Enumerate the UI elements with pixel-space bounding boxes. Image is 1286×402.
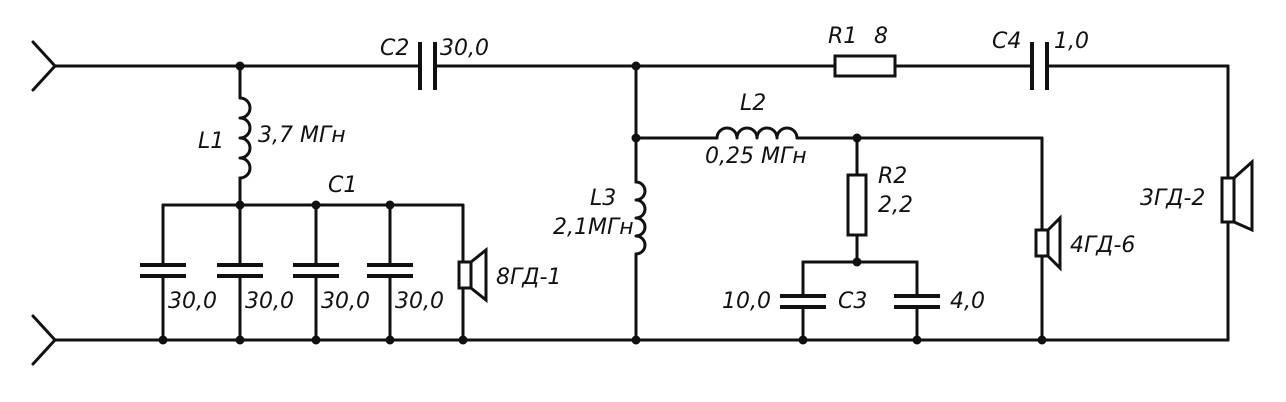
c1d-value: 30,0	[395, 289, 444, 314]
c3a-value: 10,0	[722, 289, 771, 314]
capacitor-c4	[1030, 42, 1049, 90]
r1-value: 8	[874, 24, 888, 49]
c4-value: 1,0	[1054, 29, 1089, 54]
inductor-l2	[634, 126, 1044, 140]
l1-value: 3,7 МГн	[258, 123, 346, 148]
resistor-r2	[846, 136, 868, 264]
c1-ref: C1	[328, 173, 357, 198]
speaker-3gd2-label: 3ГД-2	[1140, 186, 1205, 211]
inductor-l3	[634, 64, 647, 342]
capacitor-c3b	[894, 260, 940, 342]
r2-value: 2,2	[878, 193, 913, 218]
c4-ref: C4	[992, 29, 1021, 54]
inductor-l1	[238, 64, 252, 207]
speaker-8gd1-icon	[457, 203, 488, 342]
r1-ref: R1	[828, 24, 857, 49]
c1c-value: 30,0	[321, 289, 370, 314]
c2-value: 30,0	[440, 36, 489, 61]
capacitor-c3a	[780, 260, 826, 342]
c1a-value: 30,0	[168, 289, 217, 314]
resistor-r1	[833, 54, 897, 78]
c1b-value: 30,0	[245, 289, 294, 314]
l3-value: 2,1МГн	[553, 215, 634, 240]
l1-ref: L1	[198, 129, 224, 154]
l2-ref: L2	[740, 91, 766, 116]
capacitor-c1a	[140, 203, 186, 342]
l3-ref: L3	[590, 186, 616, 211]
c2-ref: C2	[380, 36, 409, 61]
speaker-3gd2-icon	[1220, 158, 1254, 233]
capacitor-c1b	[217, 203, 263, 342]
speaker-8gd1-label: 8ГД-1	[496, 265, 561, 290]
c3b-value: 4,0	[950, 289, 985, 314]
capacitor-c1c	[293, 203, 339, 342]
speaker-4gd6-label: 4ГД-6	[1070, 233, 1135, 258]
top-rail	[53, 64, 1230, 180]
speaker-4gd6-icon	[1034, 136, 1062, 342]
l2-value: 0,25 МГн	[705, 144, 807, 169]
capacitor-c1d	[367, 203, 413, 342]
capacitor-c2	[418, 42, 437, 90]
junction-dots	[158, 61, 1047, 345]
input-terminal-bottom	[31, 314, 57, 366]
r2-ref: R2	[878, 164, 907, 189]
input-terminal-top	[31, 40, 57, 92]
c3-ref: C3	[838, 289, 867, 314]
bottom-rail	[53, 220, 1230, 342]
